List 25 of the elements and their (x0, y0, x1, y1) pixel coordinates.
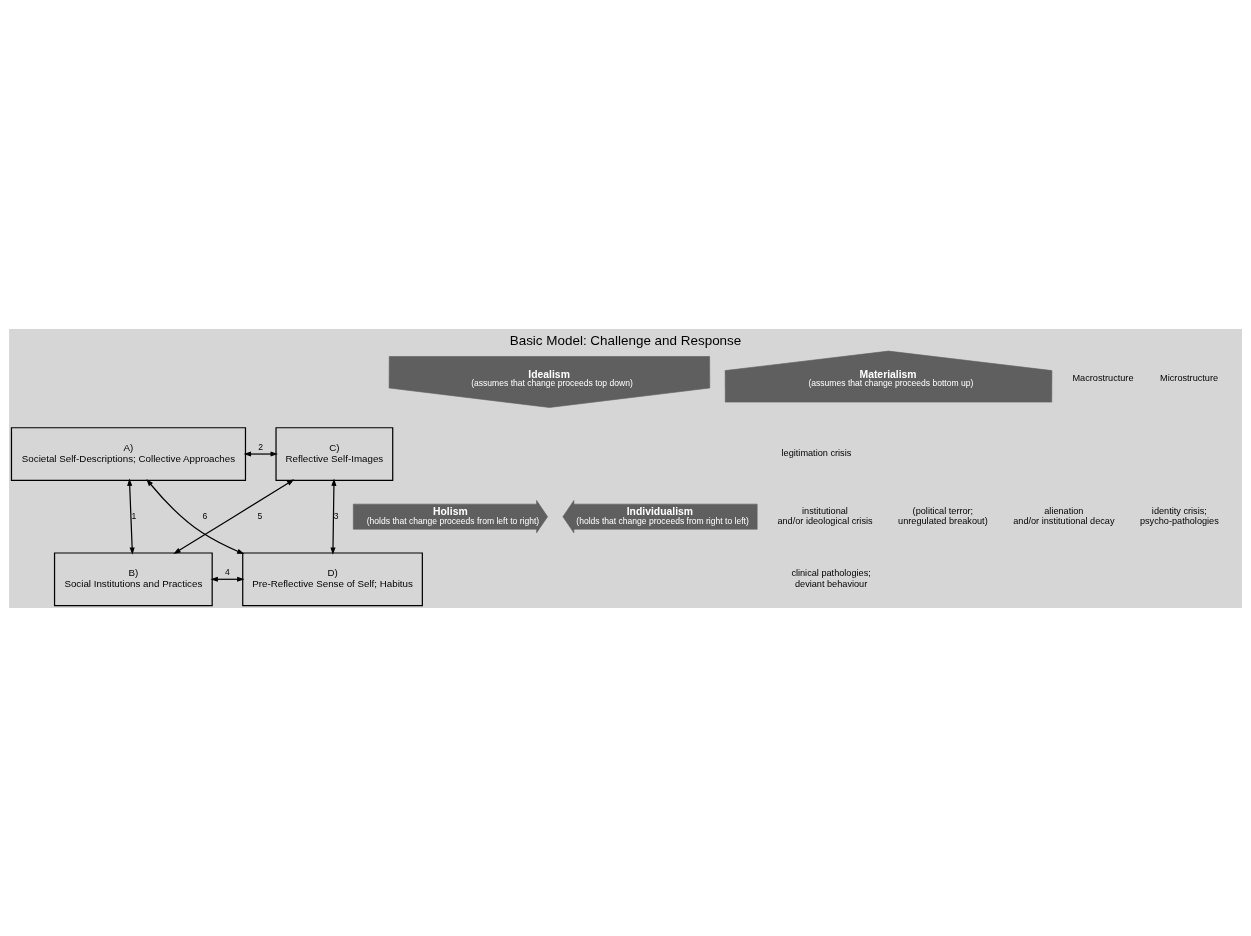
label: clinical pathologies; deviant behaviour (791, 567, 871, 589)
label: Macrostructure (1072, 372, 1134, 383)
arrow (127, 478, 135, 555)
arrow (210, 576, 245, 582)
label: (political terror; unregulated breakout) (898, 505, 988, 526)
arrow (173, 478, 295, 554)
arrow (330, 478, 337, 555)
edge-label: 6 (202, 510, 208, 521)
label: Microstructure (1160, 372, 1219, 383)
node-box: D) Pre-Reflective Sense of Self; Habitus (242, 551, 423, 606)
edge-label: 3 (333, 510, 339, 521)
diagram-title: Basic Model: Challenge and Response (509, 332, 742, 348)
arrow (146, 478, 245, 554)
node-box: C) Reflective Self-Images (275, 426, 394, 481)
label: identity crisis; psycho-pathologies (1139, 505, 1219, 526)
edge-label: 2 (258, 441, 264, 452)
edge-label: 5 (257, 510, 263, 521)
arrow (243, 450, 278, 457)
node-box: B) Social Institutions and Practices (53, 551, 213, 606)
node-box: A) Societal Self-Descriptions; Collective Approaches (10, 426, 247, 481)
label: alienation and/or institutional decay (1013, 505, 1115, 526)
edge-label: 1 (131, 510, 137, 521)
label: institutional and/or ideological crisis (777, 505, 873, 526)
label: legitimation crisis (781, 447, 852, 458)
edge-label: 4 (225, 566, 230, 577)
